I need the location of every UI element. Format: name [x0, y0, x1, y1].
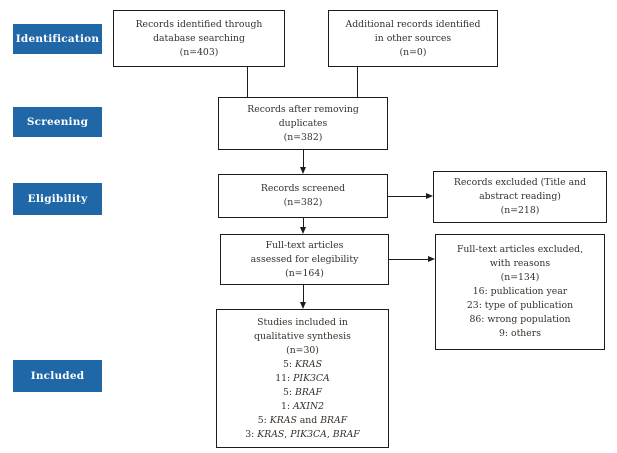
box-records-screened: Records screened (n=382) — [218, 174, 388, 218]
box-text-line: (n=382) — [283, 131, 323, 143]
box-text-line: (n=164) — [285, 267, 324, 279]
arrowhead-down-icon — [300, 227, 306, 234]
arrowhead-right-icon — [426, 193, 433, 199]
box-fulltext-assessed: Full-text articles assessed for elegibili… — [220, 234, 389, 285]
box-duplicates-removed: Records after removing duplicates (n=382) — [218, 97, 388, 150]
box-fulltext-excluded: Full-text articles excluded, with reasons… — [435, 234, 605, 350]
box-text-line: 3: KRAS, PIK3CA, BRAF — [245, 428, 360, 440]
stage-label-eligibility: Eligibility — [13, 183, 102, 215]
box-text-line: 5: BRAF — [282, 386, 322, 398]
arrowhead-right-icon — [428, 256, 435, 262]
box-text-line: duplicates — [278, 117, 328, 129]
stage-label-screening: Screening — [13, 107, 102, 137]
box-text-line: Records after removing — [247, 103, 359, 115]
box-text-line: qualitative synthesis — [254, 330, 351, 342]
box-studies-included: Studies included in qualitative synthesis… — [216, 309, 389, 448]
box-text-line: Records identified through — [135, 18, 263, 30]
box-text-line: Studies included in — [257, 316, 348, 328]
box-text-line: 11: PIK3CA — [275, 372, 330, 384]
box-records-identified: Records identified through database searc… — [113, 10, 285, 67]
box-text-line: abstract reading) — [479, 191, 561, 202]
box-text-line: in other sources — [374, 32, 452, 44]
box-text-line: (n=382) — [283, 197, 323, 208]
box-text-line: Full-text articles excluded, — [456, 244, 584, 255]
box-text-line: Records screened — [260, 183, 346, 194]
box-text-line: (n=0) — [399, 46, 427, 58]
stage-label-identification: Identification — [13, 24, 102, 54]
stage-label-included: Included — [13, 360, 102, 392]
box-text-line: 9: others — [498, 328, 542, 339]
box-text-line: (n=30) — [286, 344, 319, 356]
box-text-line: Full-text articles — [265, 239, 344, 251]
box-text-line: 5: KRAS and BRAF — [257, 414, 348, 426]
box-text-line: Records excluded (Title and — [453, 177, 587, 188]
box-text-line: 23: type of publication — [466, 300, 574, 311]
box-text-line: database searching — [153, 32, 245, 44]
box-text-line: 16: publication year — [472, 286, 568, 297]
box-text-line: with reasons — [489, 258, 551, 269]
arrow-screened-to-fulltext — [303, 218, 304, 228]
box-text-line: Additional records identified — [345, 18, 481, 30]
box-text-line: assessed for elegibility — [250, 253, 359, 265]
arrow-fulltext-to-studies — [303, 285, 304, 302]
box-text-line: 5: KRAS — [282, 358, 323, 370]
arrow-duplicates-to-screened — [303, 150, 304, 168]
box-text-line: (n=403) — [179, 46, 219, 58]
arrow-fulltext-to-excluded — [389, 259, 429, 260]
connector-identified-to-duplicates — [247, 67, 248, 97]
box-text-line: (n=134) — [500, 272, 540, 283]
arrowhead-down-icon — [300, 167, 306, 174]
arrow-screened-to-excluded — [388, 196, 427, 197]
box-text-line: 1: AXIN2 — [280, 400, 325, 412]
box-records-excluded: Records excluded (Title and abstract read… — [433, 171, 607, 223]
connector-additional-to-duplicates — [357, 67, 358, 97]
box-additional-records: Additional records identified in other so… — [328, 10, 498, 67]
arrowhead-down-icon — [300, 302, 306, 309]
box-text-line: (n=218) — [500, 205, 540, 216]
box-text-line: 86: wrong population — [469, 314, 571, 325]
